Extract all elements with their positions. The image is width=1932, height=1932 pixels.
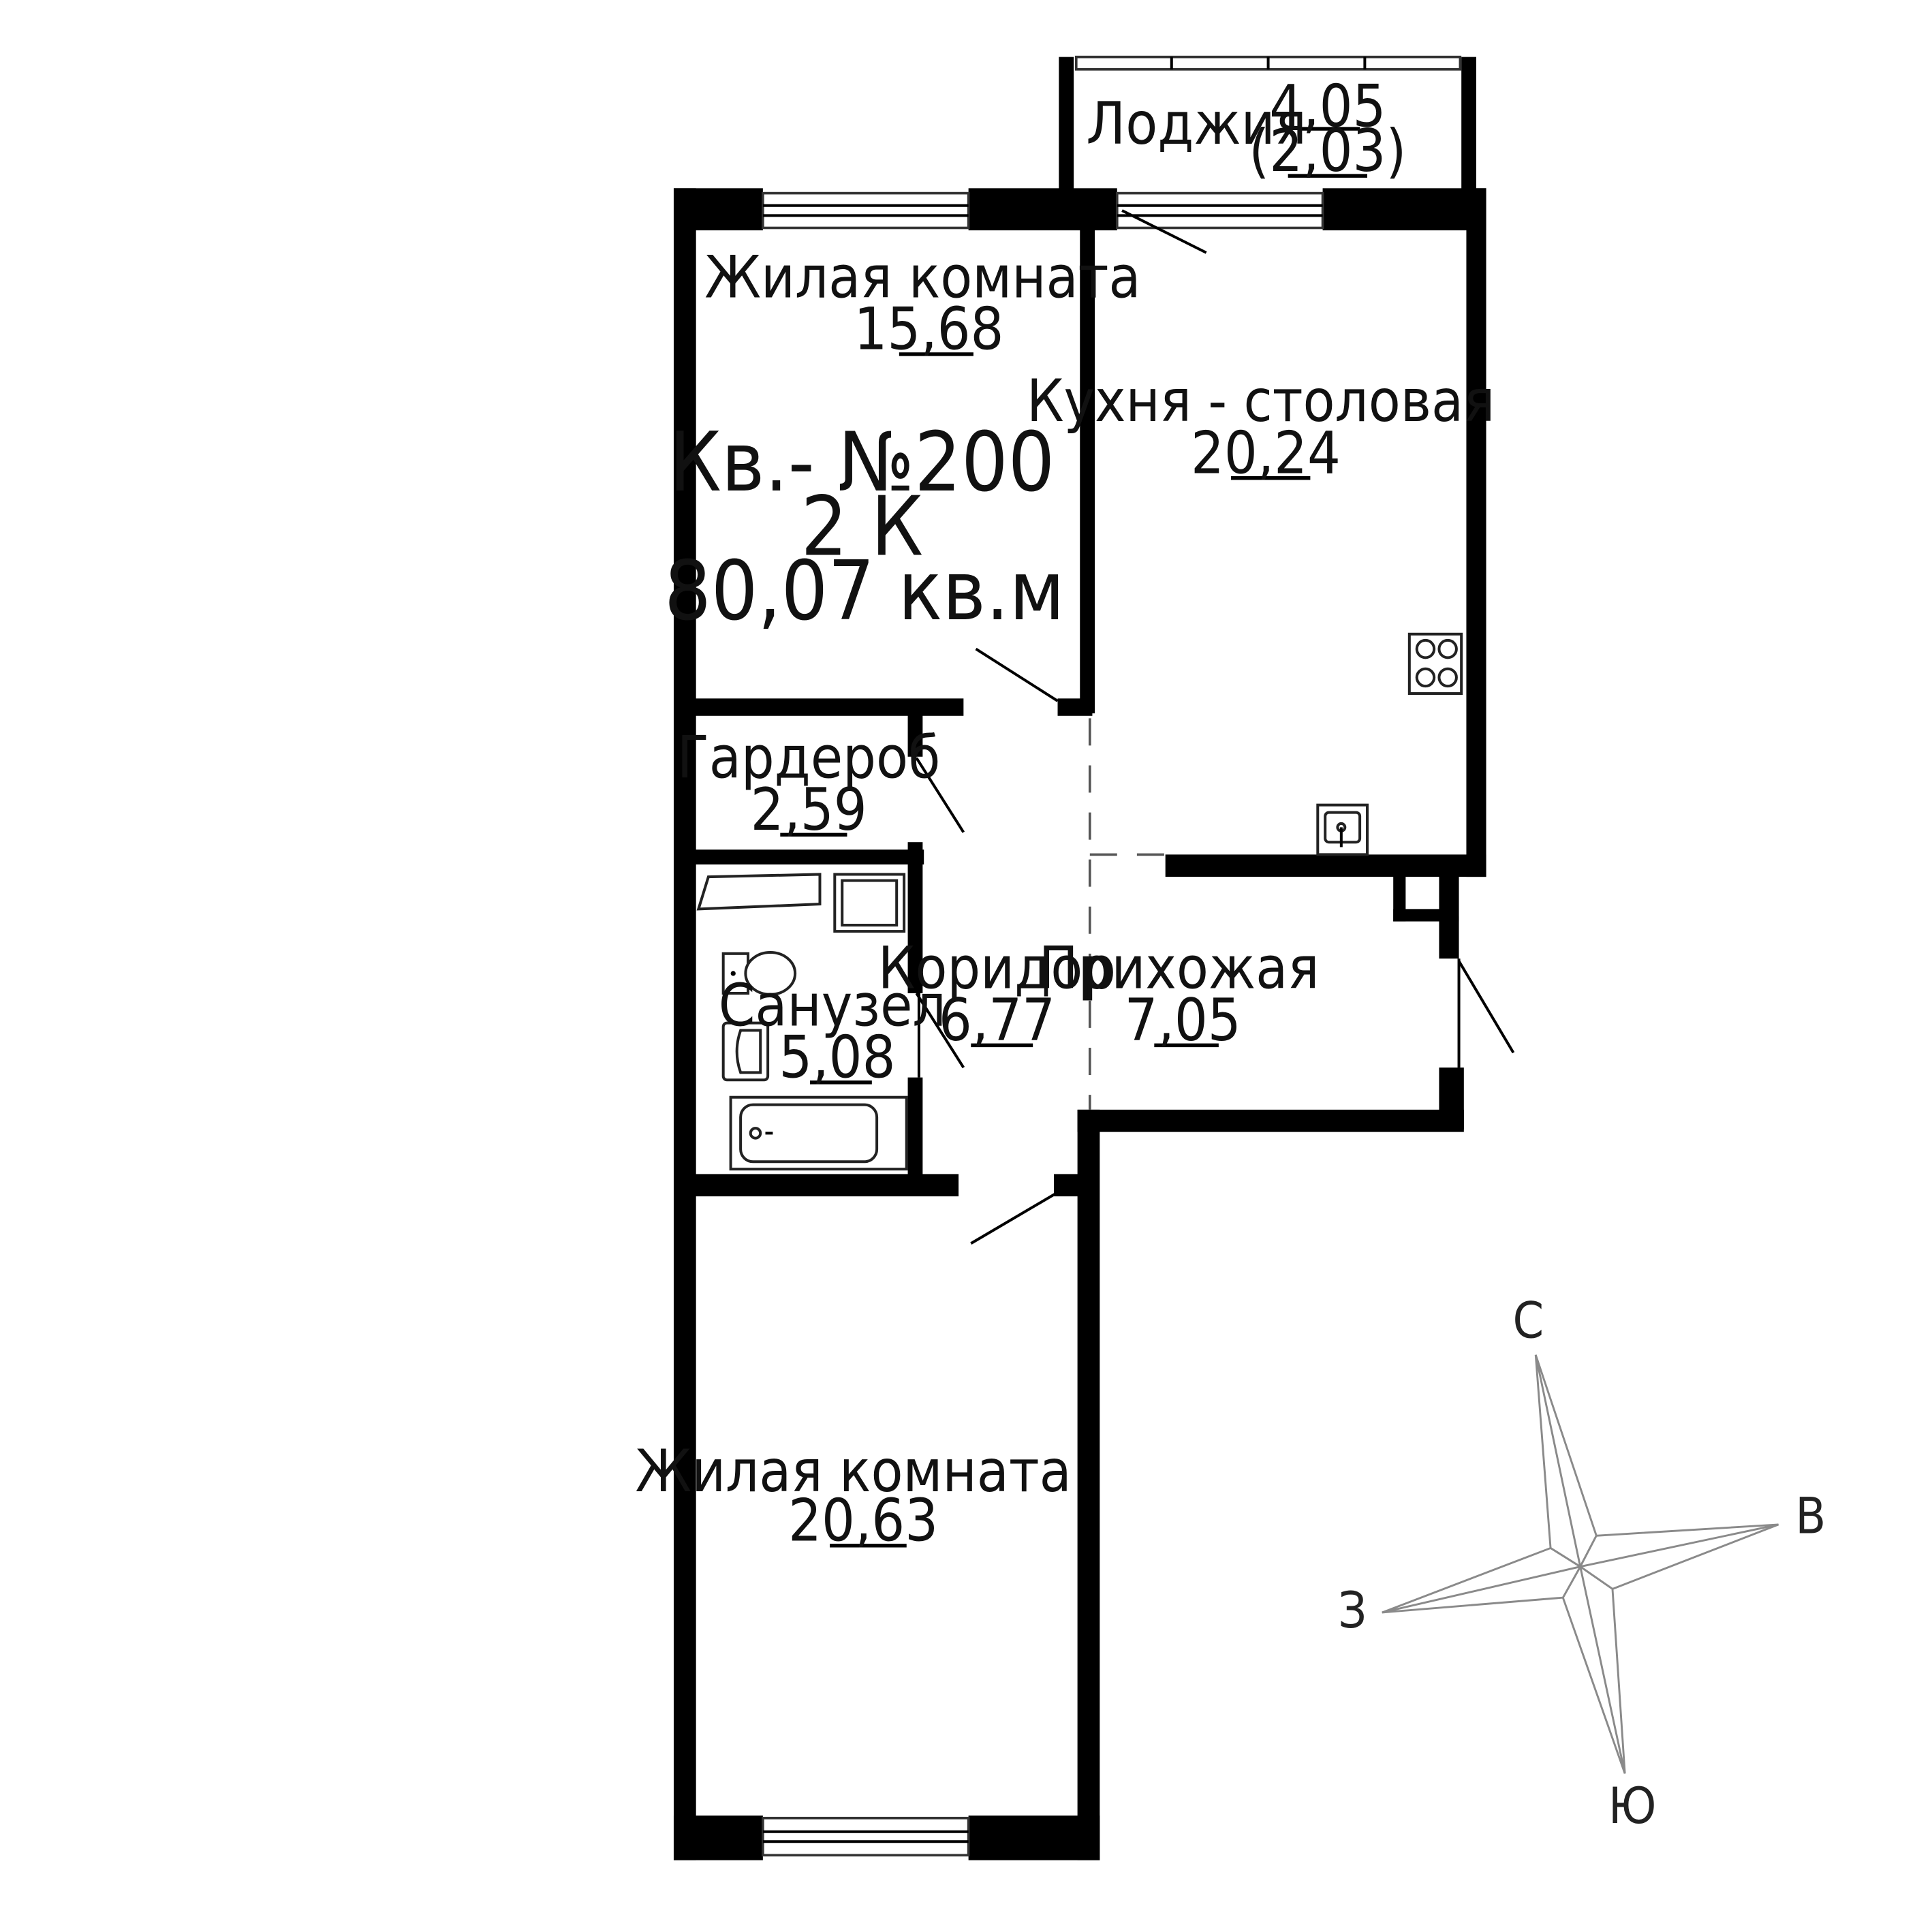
wall-top-kitchen [1322, 188, 1486, 231]
apartment-number: Кв.- №200 [669, 416, 1055, 510]
kitchen-area: 20,24 [1191, 420, 1341, 487]
doors [915, 209, 1515, 1245]
walls [673, 57, 1486, 1860]
living1-name: Жилая комната [704, 244, 1140, 311]
wall-loggia-left [1059, 57, 1074, 191]
wall-wardrobe-stub [907, 712, 923, 757]
wall-wardrobe-bottom [694, 850, 924, 864]
door-living1 [975, 647, 1059, 702]
compass-east-label: В [1795, 1489, 1826, 1546]
door-bathroom [915, 992, 965, 1069]
loggia-name: Лоджия [1086, 91, 1306, 158]
wall-right-living2 [1077, 1109, 1100, 1860]
wall-shaft-bottom [1393, 909, 1443, 922]
wall-bottom-left [673, 1816, 763, 1860]
compass-ray-west [1382, 1546, 1582, 1614]
apartment-info: Кв.- №200 2 К 80,07 кв.м [664, 416, 1065, 639]
wall-bath-right-top [907, 842, 923, 993]
wall-loggia-right [1461, 57, 1476, 191]
bathtub [729, 1095, 908, 1171]
zone-lines [1088, 718, 1166, 1110]
wall-bath-right-bottom [907, 1077, 923, 1177]
window-loggia [1074, 55, 1462, 71]
washing-machine [833, 873, 906, 933]
loggia-area-reduced: (2,03) [1249, 118, 1406, 185]
wardrobe-name: Гардероб [677, 725, 940, 792]
window-kitchen [1115, 191, 1324, 230]
washbasin [721, 1021, 770, 1082]
window-living2 [762, 1816, 970, 1857]
compass-west-label: З [1338, 1583, 1367, 1640]
kitchen-sink [1316, 803, 1369, 856]
wall-bottom-right [968, 1816, 1100, 1860]
wall-right-kitchen [1466, 188, 1486, 877]
window-living1 [762, 191, 970, 230]
corridor-area: 6,77 [939, 987, 1055, 1055]
wall-kitchen-bottom [1165, 854, 1486, 877]
wall-living1-bottom [694, 698, 964, 716]
bathroom-area: 5,08 [779, 1025, 895, 1092]
compass-north-label: С [1512, 1292, 1544, 1350]
wall-stub-1 [1057, 698, 1093, 716]
hallway-name: Прихожая [1039, 935, 1320, 1003]
fixtures [696, 632, 1463, 1171]
wall-living1-kitchen [1080, 228, 1095, 714]
compass-ray-south [1561, 1565, 1626, 1774]
compass-south-label: Ю [1608, 1778, 1657, 1835]
wall-stub-2 [1054, 1174, 1082, 1197]
bathroom-name: Санузел [719, 972, 946, 1040]
door-kitchen-loggia [1121, 209, 1207, 254]
wall-top-living1 [673, 188, 763, 231]
apartment-rooms: 2 К [801, 480, 924, 574]
kitchen-name: Кухня - столовая [1027, 368, 1495, 435]
living2-area: 20,63 [788, 1488, 938, 1555]
toilet [721, 951, 797, 996]
wall-hall-right-bottom [1439, 1068, 1464, 1129]
door-wardrobe [915, 757, 965, 833]
corridor-name: Коридор [878, 935, 1116, 1003]
wall-hall-right-top [1439, 916, 1459, 959]
living2-name: Жилая комната [635, 1438, 1071, 1506]
compass-ray-north [1534, 1354, 1598, 1568]
door-entrance [1457, 960, 1515, 1054]
wall-shaft-right [1439, 871, 1459, 922]
living1-area: 15,68 [854, 296, 1003, 364]
underlines [780, 127, 1368, 1548]
wardrobe-area: 2,59 [751, 777, 867, 844]
compass-rose: С В Ю З [1338, 1292, 1826, 1835]
door-living2 [970, 1192, 1056, 1245]
apartment-total-area: 80,07 кв.м [664, 544, 1065, 639]
windows [762, 55, 1462, 1857]
hallway-area: 7,05 [1125, 987, 1241, 1055]
wall-top-living1b [968, 188, 1117, 231]
compass-ray-east [1578, 1523, 1779, 1591]
wall-left [673, 188, 696, 1860]
stove [1407, 632, 1463, 696]
wall-hall-bottom [1077, 1109, 1464, 1132]
wall-bath-bottom [694, 1174, 959, 1197]
loggia-area: 4,05 [1269, 73, 1386, 140]
shelf [696, 873, 822, 911]
room-labels: Лоджия 4,05 (2,03) Жилая комната 15,68 К… [635, 73, 1495, 1555]
